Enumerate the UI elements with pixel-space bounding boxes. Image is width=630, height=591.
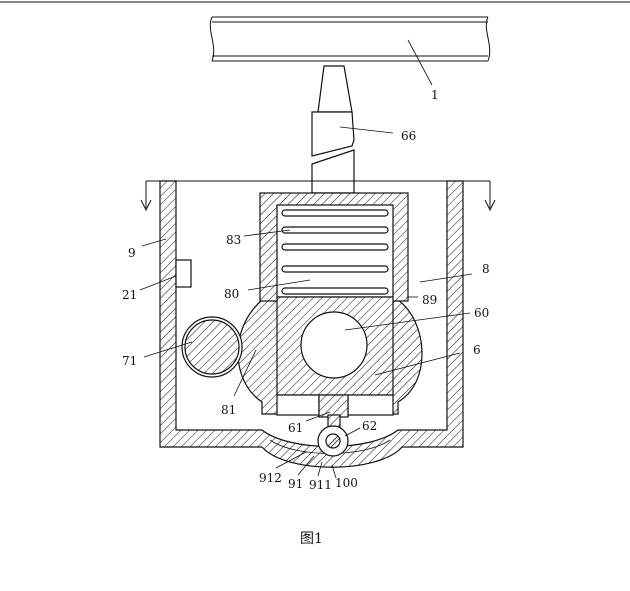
label-66: 66	[401, 129, 416, 143]
label-8: 8	[482, 262, 490, 276]
label-62: 62	[362, 419, 377, 433]
label-9: 9	[128, 246, 136, 260]
stem-66	[311, 65, 355, 194]
leader-lines	[139, 39, 473, 479]
label-61: 61	[288, 421, 303, 435]
label-71: 71	[122, 354, 137, 368]
label-100: 100	[335, 476, 358, 490]
label-912: 912	[259, 471, 282, 485]
coil-chamber-83	[276, 204, 394, 298]
label-60: 60	[474, 306, 489, 320]
label-89: 89	[422, 293, 437, 307]
stem-61	[276, 394, 394, 428]
bore-60	[300, 311, 368, 379]
label-83: 83	[226, 233, 241, 247]
roller-62	[317, 425, 349, 457]
block-21	[175, 259, 192, 288]
label-1: 1	[431, 88, 439, 102]
figure-caption: 图1	[300, 531, 323, 547]
rail-1	[209, 16, 491, 62]
label-80: 80	[224, 287, 239, 301]
label-6: 6	[473, 343, 481, 357]
coils-83	[281, 209, 389, 295]
label-91: 91	[288, 477, 303, 491]
label-81: 81	[221, 403, 236, 417]
label-21: 21	[122, 288, 137, 302]
top-plate	[140, 180, 496, 212]
roller-71	[181, 316, 243, 378]
label-911: 911	[309, 478, 332, 492]
